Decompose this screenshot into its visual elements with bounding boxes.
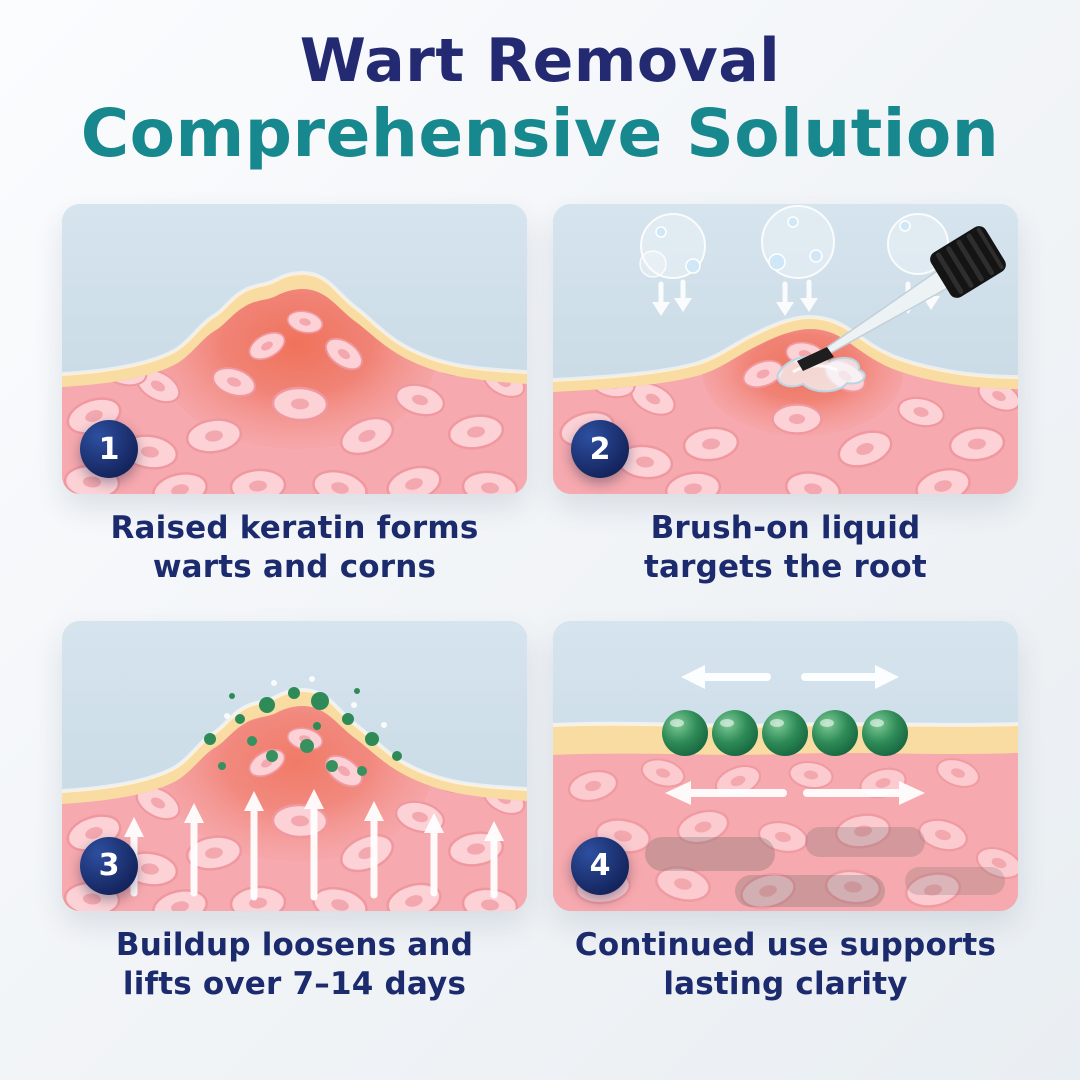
arrow-right-icon	[801, 664, 925, 805]
arrow-up-icon	[124, 788, 504, 901]
step-4: 4 Continued use supports lasting clarity	[553, 620, 1018, 1004]
green-sphere-icon	[662, 709, 908, 756]
panel-4: 4	[553, 620, 1018, 911]
step-2-caption-line1: Brush-on liquid	[650, 510, 921, 547]
step-4-caption-line2: lasting clarity	[663, 965, 908, 1002]
step-1: 1 Raised keratin forms warts and corns	[62, 204, 527, 587]
step-3-badge: 3	[80, 836, 138, 895]
step-2-caption: Brush-on liquid targets the root	[553, 509, 1018, 587]
step-2-number: 2	[589, 431, 611, 467]
green-particles-icon	[204, 686, 402, 776]
page-subtitle: Comprehensive Solution	[80, 95, 1000, 172]
step-4-caption-line1: Continued use supports	[574, 926, 997, 963]
wart-bump-illustration	[62, 204, 527, 495]
step-1-badge: 1	[80, 420, 138, 479]
clear-skin-illustration	[553, 620, 1018, 911]
step-4-badge: 4	[571, 836, 629, 895]
loosening-buildup-illustration	[62, 620, 527, 911]
step-4-caption: Continued use supports lasting clarity	[553, 926, 1018, 1004]
page-title: Wart Removal	[299, 26, 781, 96]
step-3-caption-line2: lifts over 7–14 days	[122, 965, 467, 1002]
title-block: Wart Removal Comprehensive Solution	[0, 0, 1080, 172]
panel-2: 2	[553, 204, 1018, 495]
faded-residue-patches	[645, 826, 1005, 907]
step-3-caption: Buildup loosens and lifts over 7–14 days	[62, 926, 527, 1004]
step-1-caption-line1: Raised keratin forms	[110, 510, 479, 547]
step-1-caption: Raised keratin forms warts and corns	[62, 509, 527, 587]
brush-applicator-icon	[797, 226, 1006, 372]
white-specks	[224, 675, 387, 728]
panel-1: 1	[62, 204, 527, 495]
step-1-caption-line2: warts and corns	[152, 549, 437, 586]
arrow-left-icon	[665, 664, 787, 805]
liquid-drop-icon	[776, 355, 866, 393]
steps-grid: 1 Raised keratin forms warts and corns	[0, 204, 1080, 1003]
step-3: 3 Buildup loosens and lifts over 7–14 da…	[62, 620, 527, 1004]
step-2-caption-line2: targets the root	[644, 549, 927, 586]
step-2: 2 Brush-on liquid targets the root	[553, 204, 1018, 587]
step-1-number: 1	[98, 431, 120, 467]
step-3-number: 3	[98, 848, 120, 884]
brush-application-illustration	[553, 204, 1018, 495]
step-2-badge: 2	[571, 420, 629, 479]
step-3-caption-line1: Buildup loosens and	[115, 926, 474, 963]
panel-3: 3	[62, 620, 527, 911]
step-4-number: 4	[589, 848, 611, 884]
